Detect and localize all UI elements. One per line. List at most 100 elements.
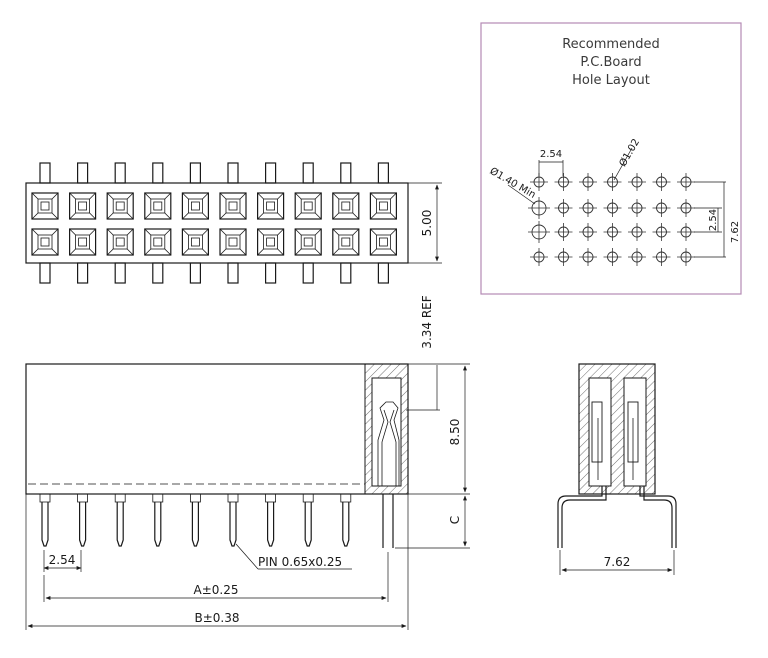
top-pin <box>302 262 314 284</box>
pcb-hole <box>652 173 671 191</box>
pcb-hole <box>554 199 573 217</box>
front-pin-label: PIN 0.65x0.25 <box>258 555 342 569</box>
panel-title-line1: Recommended <box>562 37 660 52</box>
top-pin <box>189 262 201 284</box>
front-view-body <box>25 363 409 495</box>
top-contact <box>257 228 285 256</box>
pcb-hole <box>628 223 646 241</box>
side-view: 7.62 <box>557 363 677 575</box>
front-view: 8.50 C 2.54 PIN 0.65x0.25 A±0.25 B±0.38 <box>25 363 470 630</box>
top-contact <box>106 228 134 256</box>
pcb-hole <box>603 248 622 266</box>
pcb-hole <box>554 173 573 191</box>
front-pin <box>265 493 277 547</box>
top-pin <box>114 262 126 284</box>
top-contact <box>181 228 209 256</box>
top-contact <box>257 192 285 220</box>
top-pin <box>302 162 314 184</box>
top-contact <box>144 228 172 256</box>
front-pin <box>189 493 201 547</box>
pcb-hole <box>677 223 695 241</box>
front-view-pins <box>39 493 352 547</box>
pcb-hole <box>530 248 548 266</box>
top-pin <box>114 162 126 184</box>
top-view: 5.00 3.34 REF <box>25 162 442 411</box>
panel-pitch-label: 2.54 <box>540 149 562 160</box>
pcb-hole <box>554 223 573 241</box>
pcb-hole <box>528 221 550 243</box>
panel-title-line2: P.C.Board <box>580 55 641 70</box>
pcb-hole <box>628 248 646 266</box>
top-contact <box>332 192 360 220</box>
top-pin <box>152 262 164 284</box>
top-pin <box>76 162 89 184</box>
front-pin <box>77 493 88 547</box>
top-pin <box>76 262 89 284</box>
top-height-label: 5.00 <box>420 210 434 237</box>
front-pin <box>302 493 314 547</box>
pcb-hole <box>579 223 597 241</box>
top-pin <box>39 262 51 284</box>
top-pin <box>152 162 164 184</box>
top-pin <box>377 262 389 284</box>
panel-min-label: Ø1.40 Min <box>488 165 538 201</box>
top-pin <box>265 262 277 284</box>
front-pin <box>227 493 239 547</box>
pcb-hole <box>579 173 597 191</box>
top-contact <box>369 192 397 220</box>
front-pin <box>114 493 126 547</box>
pcb-hole <box>677 173 695 191</box>
side-width-label: 7.62 <box>604 555 631 569</box>
pcb-hole <box>603 223 622 241</box>
pcb-hole <box>677 199 695 217</box>
panel-title-line3: Hole Layout <box>572 73 650 88</box>
panel-row-pitch-label: 2.54 <box>708 209 719 231</box>
top-contact <box>31 192 59 220</box>
top-view-body <box>25 182 409 264</box>
pcb-hole <box>652 223 671 241</box>
pcb-hole <box>579 199 597 217</box>
top-contact <box>106 192 134 220</box>
top-pin <box>39 162 51 184</box>
pcb-hole <box>628 199 646 217</box>
top-contact <box>219 228 247 256</box>
top-ref-label: 3.34 REF <box>420 295 434 348</box>
front-b-label: B±0.38 <box>194 611 239 625</box>
top-pin <box>227 162 239 184</box>
pcb-hole <box>579 248 597 266</box>
top-contact <box>144 192 172 220</box>
top-contact <box>181 192 209 220</box>
pcb-hole <box>652 248 671 266</box>
pcb-hole <box>603 173 622 191</box>
front-pin <box>39 493 51 547</box>
top-contact <box>369 228 397 256</box>
pcb-layout-panel: Recommended P.C.Board Hole Layout 2.54 Ø… <box>480 22 742 295</box>
front-c-label: C <box>448 516 462 524</box>
top-contact <box>68 228 97 256</box>
top-contact <box>294 192 322 220</box>
top-contact <box>68 192 97 220</box>
pcb-hole <box>677 248 695 266</box>
front-body-height-label: 8.50 <box>448 419 462 446</box>
panel-hole-label: Ø1.02 <box>617 137 642 169</box>
top-contact <box>31 228 59 256</box>
front-pin <box>340 493 352 547</box>
pcb-hole <box>603 199 622 217</box>
top-contact <box>332 228 360 256</box>
pcb-hole <box>528 197 550 219</box>
top-pin <box>377 162 389 184</box>
front-pin <box>152 493 164 547</box>
top-pin <box>340 262 352 284</box>
top-pin <box>265 162 277 184</box>
top-contact <box>294 228 322 256</box>
top-contact <box>219 192 247 220</box>
pcb-hole <box>554 248 573 266</box>
pcb-hole <box>628 173 646 191</box>
top-view-pins <box>39 162 389 284</box>
panel-border <box>480 22 742 295</box>
hole-grid <box>528 173 695 266</box>
top-pin <box>340 162 352 184</box>
front-a-label: A±0.25 <box>194 583 239 597</box>
top-pin <box>227 262 239 284</box>
